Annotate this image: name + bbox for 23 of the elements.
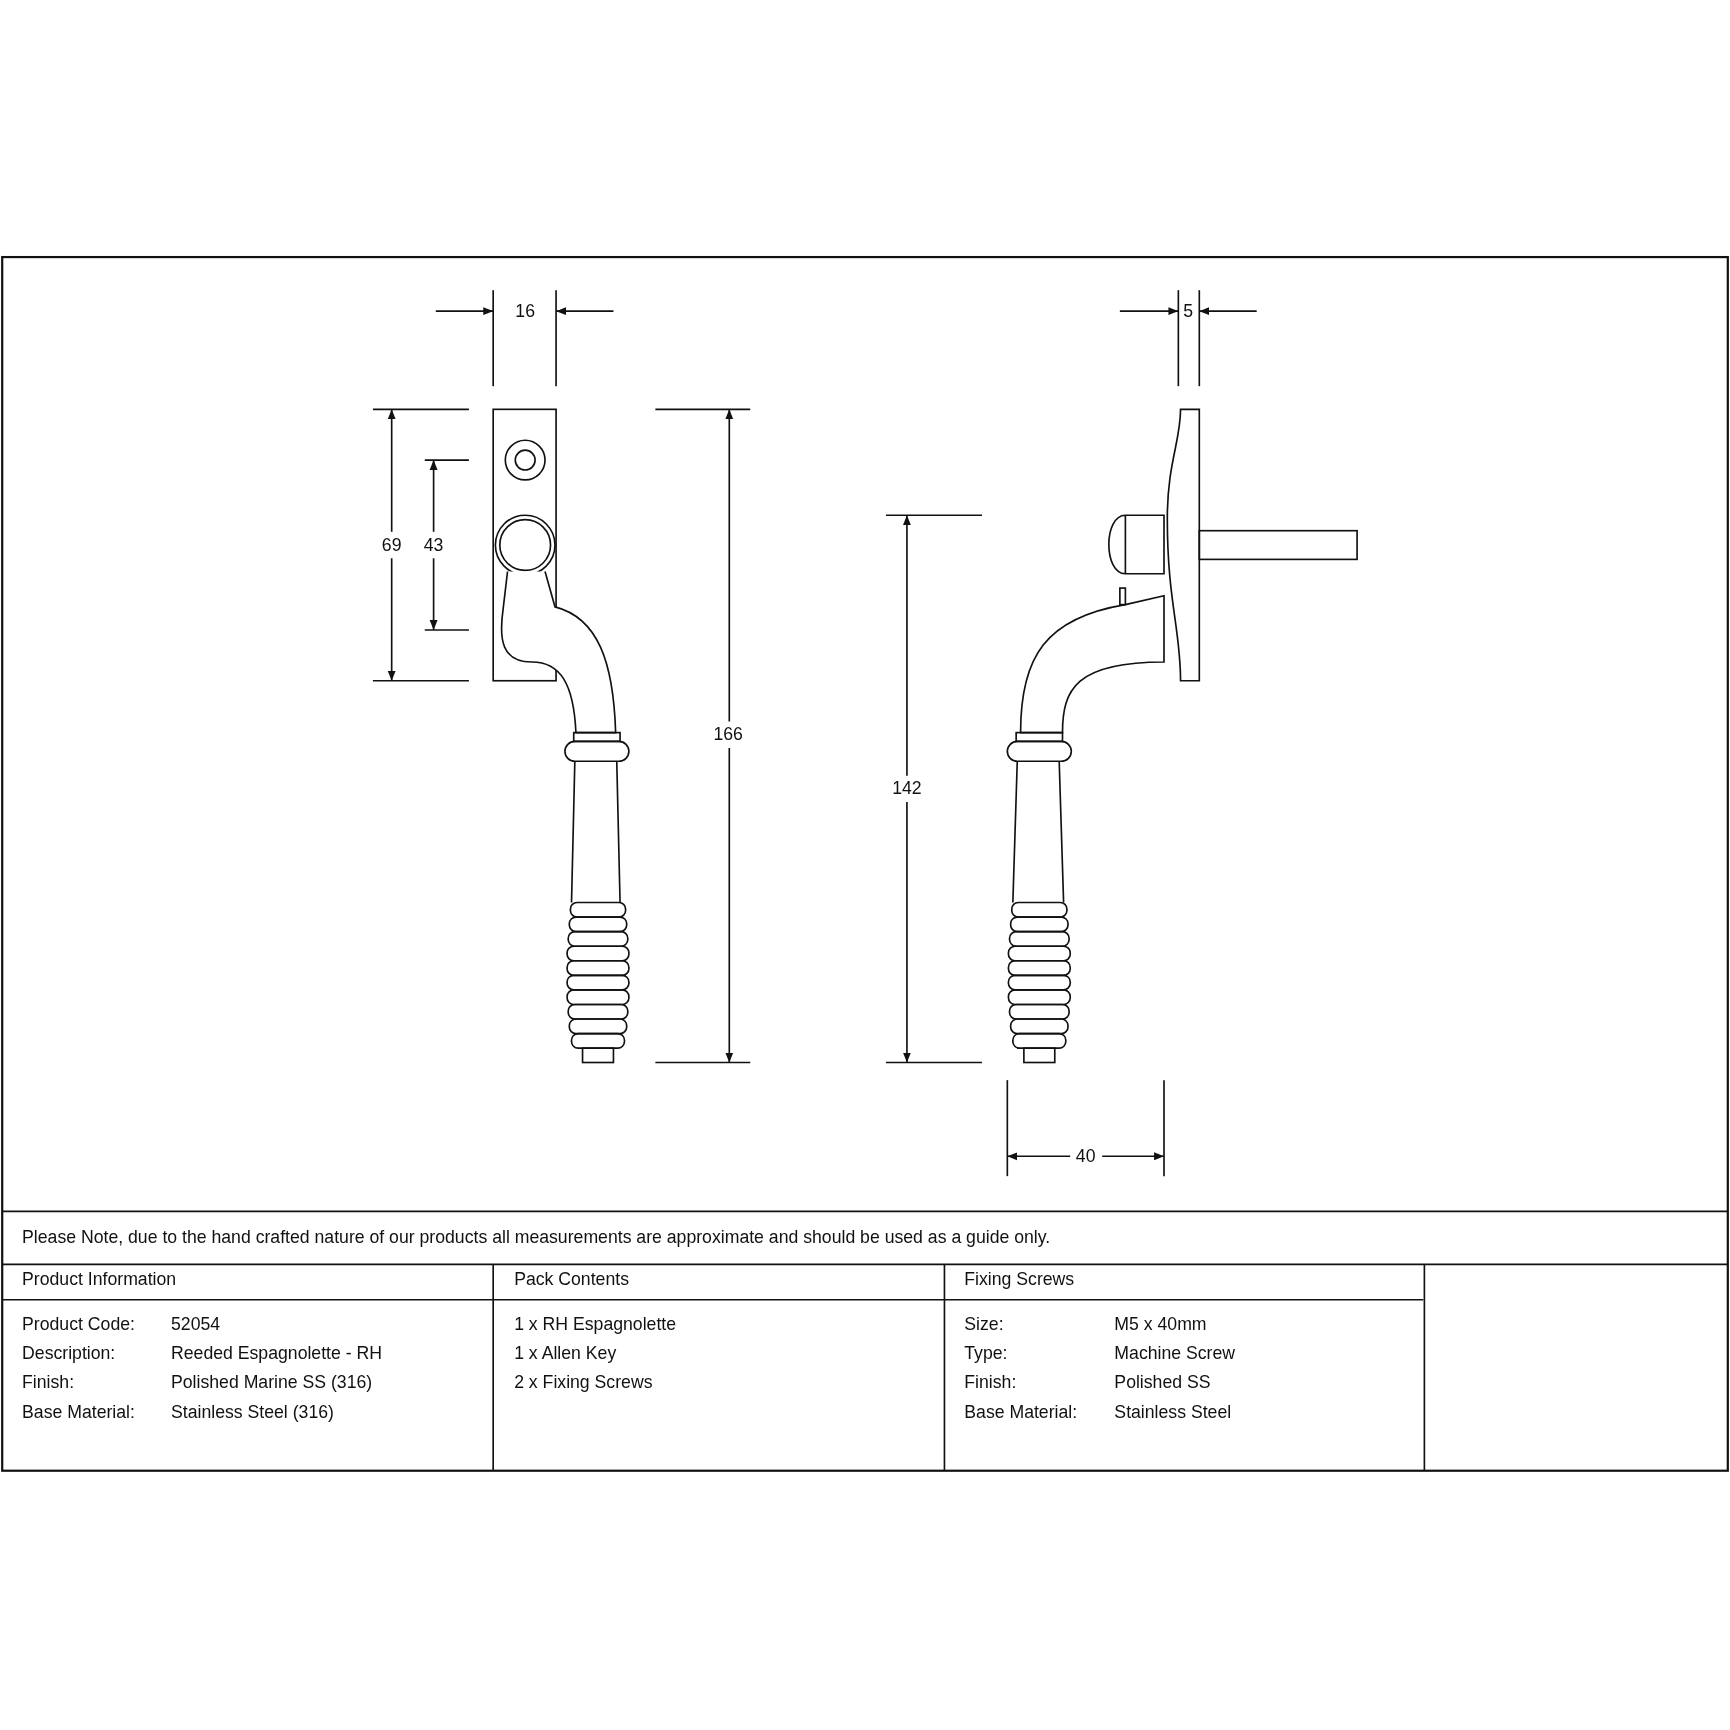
table-cell: Stainless Steel [1114,1401,1232,1424]
table-cell: Base Material: [964,1401,1078,1424]
table-cell: Description: [22,1342,116,1365]
table-cell: Machine Screw [1114,1342,1236,1365]
table-header: Pack Contents [514,1268,629,1291]
note-text: Please Note, due to the hand crafted nature of our products all measurements are approximate and should be used as a guide only. [22,1227,1051,1249]
table-cell: 1 x Allen Key [514,1342,617,1365]
table-cell: Base Material: [22,1401,135,1424]
table-cell-text: 52054 [171,1313,221,1335]
table-header: Product Information [22,1268,177,1291]
table-cell: 2 x Fixing Screws [514,1371,653,1394]
table-cell: Polished SS [1114,1371,1211,1394]
table-cell-text: 1 x RH Espagnolette [514,1313,677,1335]
table-cell-text: Size: [964,1313,1004,1335]
table-cell: Type: [964,1342,1008,1365]
table-header: Fixing Screws [964,1268,1075,1291]
table-cell: Finish: [964,1371,1017,1394]
table-cell-text: M5 x 40mm [1114,1313,1207,1335]
table-cell: Stainless Steel (316) [171,1401,334,1424]
table-cell: Finish: [22,1371,75,1394]
table-cell: Polished Marine SS (316) [171,1371,373,1394]
table-cell-text: Product Code: [22,1313,135,1335]
table-cell: Reeded Espagnolette - RH [171,1342,382,1365]
